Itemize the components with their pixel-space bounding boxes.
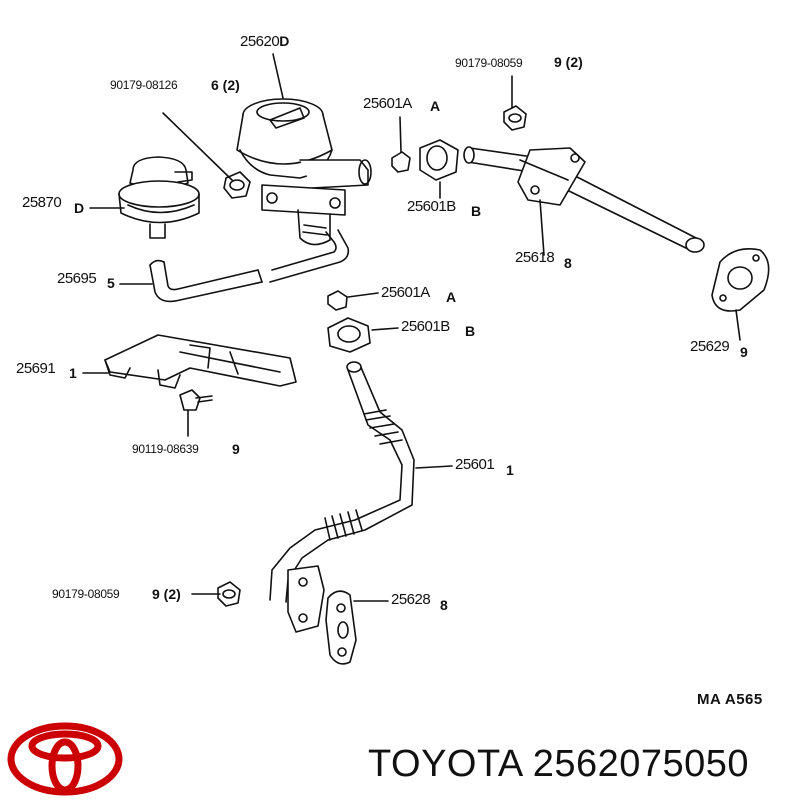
label-90119-08639: 90119-08639 bbox=[132, 441, 199, 457]
brand-name: TOYOTA bbox=[368, 743, 522, 785]
label-25870: 25870 bbox=[22, 194, 62, 211]
label-25629: 25629 bbox=[690, 338, 730, 355]
part-number: 25620 bbox=[240, 33, 280, 50]
label-25601A-top: 25601A bbox=[363, 96, 412, 112]
label-90179-08059-top: 90179-08059 bbox=[455, 55, 523, 71]
bracket-drawing bbox=[104, 334, 297, 389]
qty-90179-08126: 6 (2) bbox=[211, 77, 240, 93]
bolt-drawing-2 bbox=[503, 105, 527, 131]
brand-footer: TOYOTA 2562075050 bbox=[368, 743, 749, 786]
qty-90179-08059-bot: 9 (2) bbox=[152, 586, 181, 602]
qty-90119-08639: 9 bbox=[232, 441, 240, 457]
nut-b-mid-drawing bbox=[327, 317, 371, 353]
part-number: 25695 bbox=[57, 270, 97, 287]
label-25601: 25601 bbox=[455, 456, 495, 473]
code-25618: 8 bbox=[564, 255, 572, 271]
code-25628: 8 bbox=[440, 597, 448, 613]
gasket-25629-drawing bbox=[711, 248, 770, 312]
part-number: 25629 bbox=[690, 338, 730, 355]
label-25601A-mid: 25601A bbox=[381, 285, 430, 301]
part-number: 90179-08059 bbox=[455, 56, 523, 70]
part-number: 90179-08126 bbox=[110, 78, 178, 92]
pipe-25618-drawing bbox=[463, 146, 705, 253]
part-number: 25691 bbox=[16, 360, 56, 377]
nut-a-mid-drawing bbox=[327, 290, 348, 311]
gasket-25628-drawing bbox=[325, 590, 357, 665]
code-25870: D bbox=[74, 200, 85, 216]
part-number: 90119-08639 bbox=[132, 442, 199, 456]
part-number: 25870 bbox=[22, 194, 62, 211]
label-25601B-top: 25601B bbox=[407, 199, 456, 215]
part-number: 25601B bbox=[407, 198, 456, 215]
pipe-25601-drawing bbox=[269, 361, 415, 633]
label-90179-08126: 90179-08126 bbox=[110, 77, 178, 93]
code-25601A-mid: A bbox=[446, 289, 457, 305]
part-number-title: 2562075050 bbox=[532, 743, 750, 785]
part-number: 25601A bbox=[381, 284, 430, 301]
code-25601B-mid: B bbox=[465, 323, 476, 339]
label-25618: 25618 bbox=[515, 249, 555, 266]
part-number: 25618 bbox=[515, 249, 555, 266]
diagram-reference-code: MA A565 bbox=[697, 691, 763, 708]
bolt-drawing-4 bbox=[217, 581, 241, 607]
code-25695: 5 bbox=[107, 275, 115, 291]
label-25628: 25628 bbox=[391, 591, 431, 608]
nut-b-top-drawing bbox=[419, 139, 459, 181]
hose-drawing bbox=[149, 229, 350, 303]
label-25695: 25695 bbox=[57, 270, 97, 287]
code-25601B-top: B bbox=[471, 203, 482, 219]
nut-a-top-drawing bbox=[391, 151, 411, 173]
vacuum-modulator-drawing bbox=[118, 156, 200, 239]
qty-90179-08059-top: 9 (2) bbox=[554, 54, 583, 70]
label-25691: 25691 bbox=[16, 360, 56, 377]
part-number: 25601 bbox=[455, 456, 495, 473]
label-25601B-mid: 25601B bbox=[401, 319, 450, 335]
code-25601A-top: A bbox=[430, 98, 441, 114]
code-25629: 9 bbox=[740, 344, 748, 360]
part-number: 25601A bbox=[363, 95, 412, 112]
toyota-logo-icon bbox=[7, 722, 123, 796]
part-code: D bbox=[279, 33, 290, 49]
part-number: 90179-08059 bbox=[52, 587, 120, 601]
egr-valve-drawing bbox=[236, 98, 372, 246]
code-25691: 1 bbox=[69, 365, 77, 381]
label-90179-08059-bot: 90179-08059 bbox=[52, 586, 120, 602]
label-25620: 25620D bbox=[240, 34, 289, 50]
code-25601: 1 bbox=[506, 462, 514, 478]
bolt-drawing-3 bbox=[179, 389, 213, 411]
part-number: 25601B bbox=[401, 318, 450, 335]
part-number: 25628 bbox=[391, 591, 431, 608]
